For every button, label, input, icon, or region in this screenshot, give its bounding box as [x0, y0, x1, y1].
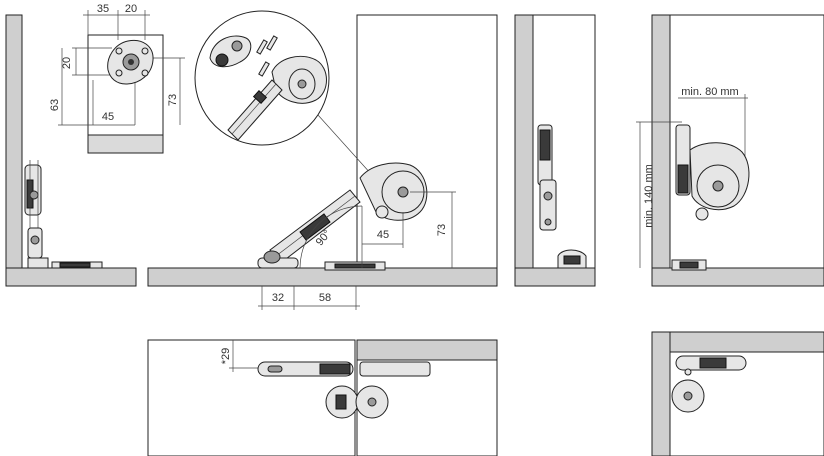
view-side-closed: [514, 14, 596, 287]
hinge-arm-main: [257, 162, 428, 271]
dim-min-140: min. 140 mm: [643, 164, 655, 228]
view-clearance: min. 80 mm min. 140 mm: [636, 14, 824, 287]
hinge-clearance-icon: [671, 124, 750, 271]
dim-73-plate: 73: [167, 94, 179, 106]
hinge-corner-icon: [671, 355, 747, 413]
dim-45-main: 45: [377, 229, 389, 241]
view-bottom-plan: *29: [147, 339, 498, 456]
dim-58: 58: [319, 292, 331, 304]
dim-63: 63: [49, 99, 61, 111]
dim-20-left: 20: [61, 57, 73, 69]
bottom-panel-left: [5, 267, 137, 287]
dim-min-80: min. 80 mm: [681, 86, 738, 98]
detail-callout-icon: [194, 10, 373, 176]
side-panel-left: [5, 14, 23, 269]
bottom-panel-main: [147, 267, 498, 287]
view-side-section-left: [5, 14, 137, 287]
dim-35: 35: [97, 3, 109, 15]
hinge-mechanism-icon: [24, 160, 103, 269]
view-bottom-right: [651, 331, 824, 456]
view-mounting-plate: 35 20 20 63 45 73: [49, 3, 185, 154]
dim-20-top: 20: [125, 3, 137, 15]
side-panel-closed: [514, 14, 534, 269]
hinge-closed-icon: [537, 124, 587, 269]
dim-45-plate: 45: [102, 111, 114, 123]
dim-29: *29: [220, 348, 232, 365]
view-main-opening: 90° 45 73 32 58: [147, 10, 498, 310]
hinge-plan-icon: [257, 361, 431, 419]
mounting-plate-icon: [107, 39, 154, 85]
dim-73-main: 73: [436, 224, 448, 236]
dim-32: 32: [272, 292, 284, 304]
